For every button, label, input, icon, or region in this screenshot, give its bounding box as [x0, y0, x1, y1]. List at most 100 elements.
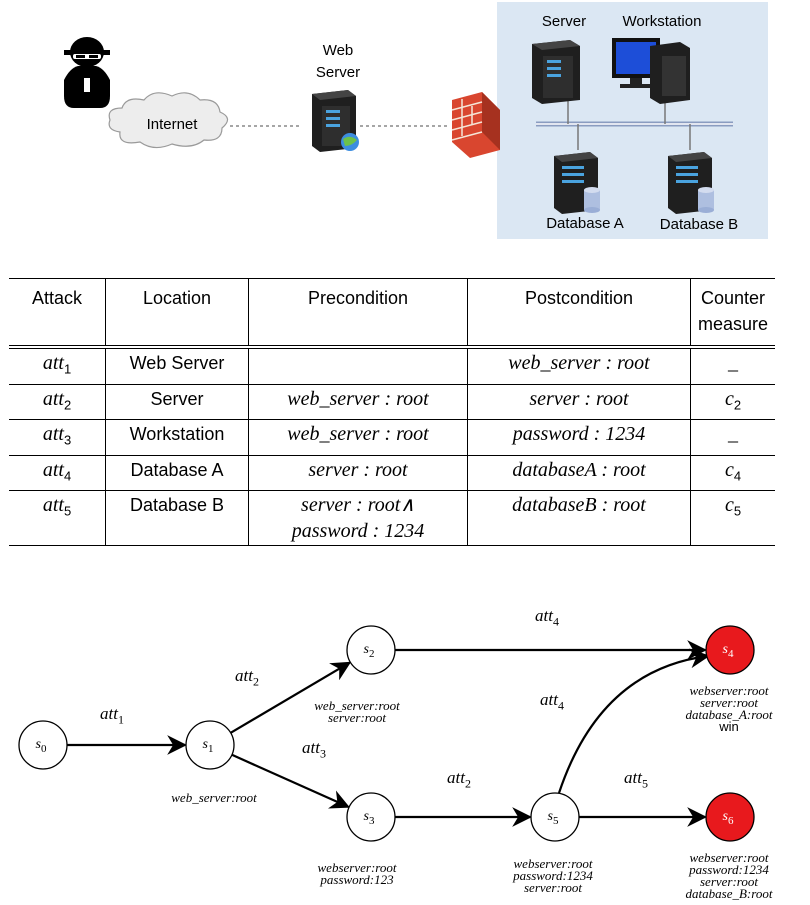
- cell-countermeasure: _: [728, 352, 738, 374]
- postcondition-text: databaseA : root: [512, 458, 646, 481]
- edge-label-s1-s3: att3: [302, 738, 326, 761]
- state-fact: server:root: [327, 710, 386, 725]
- precondition-text: web_server : root: [287, 387, 429, 410]
- cell-attack: att5: [9, 490, 106, 546]
- cell-countermeasure: _: [728, 423, 738, 446]
- edge-s1-s3: [231, 753, 350, 809]
- edge-label-s0-s1: att1: [100, 704, 124, 727]
- precondition-text: server : root: [308, 458, 408, 481]
- header-precondition: Precondition: [248, 278, 468, 346]
- cell-postcondition: web_server : root: [467, 348, 691, 385]
- edge-label-s1-s2: att2: [235, 666, 259, 689]
- header-countermeasure-line1: Counter: [700, 288, 766, 308]
- header-postcondition: Postcondition: [467, 278, 691, 346]
- state-fact: password:123: [320, 872, 394, 887]
- state-fact: server:root: [699, 695, 758, 710]
- edge-label-s5-s6: att5: [624, 768, 648, 791]
- node-s1: [185, 720, 235, 770]
- database-a-icon: [554, 152, 600, 214]
- header-attack: Attack: [9, 278, 106, 346]
- cell-attack: att3: [9, 419, 106, 456]
- state-fact: webserver:root: [317, 860, 397, 875]
- win-label: win: [719, 719, 739, 734]
- internet-label: Internet: [146, 116, 198, 133]
- cell-location: Server: [105, 384, 249, 420]
- cell-location: Database A: [105, 455, 249, 491]
- database-a-label: Database A: [546, 215, 624, 232]
- node-s0: [18, 720, 68, 770]
- node-label-s6: s6: [723, 809, 734, 827]
- edge-s1-s2: [230, 661, 352, 734]
- cell-location: Database B: [105, 490, 249, 546]
- internet-cloud-icon: [108, 92, 229, 149]
- cell-attack: att4: [9, 455, 106, 491]
- node-s5: [530, 792, 580, 842]
- node-s6: [705, 792, 755, 842]
- cell-countermeasure: c2: [724, 387, 742, 413]
- state-fact: web_server:root: [171, 790, 257, 805]
- database-b-icon: [668, 152, 714, 214]
- server-icon: [532, 40, 580, 104]
- edge-label-s3-s5: att2: [447, 768, 471, 791]
- state-fact: webserver:root: [513, 856, 593, 871]
- workstation-icon: [612, 38, 690, 104]
- cell-postcondition: server : root: [467, 384, 691, 420]
- edge-s5-s4: [557, 648, 710, 794]
- node-label-s5: s5: [548, 809, 559, 827]
- node-label-s4: s4: [723, 642, 734, 660]
- cell-location: Workstation: [105, 419, 249, 456]
- precondition-text: web_server : root: [287, 423, 429, 446]
- state-fact: password:1234: [689, 862, 769, 877]
- node-s2: [346, 625, 396, 675]
- cell-attack: att2: [9, 384, 106, 420]
- postcondition-text: password : 1234: [512, 423, 646, 446]
- state-fact: server:root: [699, 874, 758, 889]
- cell-postcondition: password : 1234: [467, 419, 691, 456]
- postcondition-text: databaseB : root: [512, 494, 646, 517]
- cell-postcondition: databaseA : root: [467, 455, 691, 491]
- cell-precondition: server : root: [248, 455, 468, 491]
- cell-postcondition: databaseB : root: [467, 490, 691, 546]
- postcondition-text: web_server : root: [508, 352, 650, 374]
- header-location: Location: [105, 278, 249, 346]
- precondition-text: password : 1234: [291, 520, 425, 543]
- node-s3: [346, 792, 396, 842]
- database-b-label: Database B: [659, 216, 739, 233]
- server-label: Server: [541, 13, 587, 30]
- state-fact: server:root: [523, 880, 582, 895]
- node-s4: [705, 625, 755, 675]
- cell-countermeasure: c4: [724, 458, 742, 484]
- web-server-icon: [312, 90, 359, 152]
- firewall-icon: [451, 92, 500, 158]
- edge-label-s2-s4: att4: [535, 606, 559, 629]
- state-fact: webserver:root: [689, 850, 769, 865]
- state-fact: web_server:root: [314, 698, 400, 713]
- state-fact: database_B:root: [685, 886, 773, 901]
- workstation-label: Workstation: [622, 13, 702, 30]
- node-label-s2: s2: [364, 642, 375, 660]
- node-label-s3: s3: [364, 809, 375, 827]
- web-server-label-line1: Web: [322, 42, 354, 59]
- state-fact: database_A:root: [685, 707, 773, 722]
- web-server-label: Web Server: [306, 40, 370, 84]
- precondition-text: server : root∧: [301, 494, 415, 517]
- header-countermeasure-line2: measure: [697, 314, 769, 334]
- cell-precondition: [248, 348, 468, 385]
- cell-precondition: server : root∧ password : 1234: [248, 490, 468, 546]
- web-server-label-line2: Server: [315, 64, 361, 81]
- node-label-s1: s1: [203, 737, 214, 755]
- cell-attack: att1: [9, 348, 106, 385]
- header-countermeasure: Counter measure: [691, 279, 776, 346]
- cell-countermeasure: c5: [724, 494, 742, 519]
- state-label-s1: web_server:root: [134, 790, 294, 805]
- hacker-icon: [64, 37, 110, 108]
